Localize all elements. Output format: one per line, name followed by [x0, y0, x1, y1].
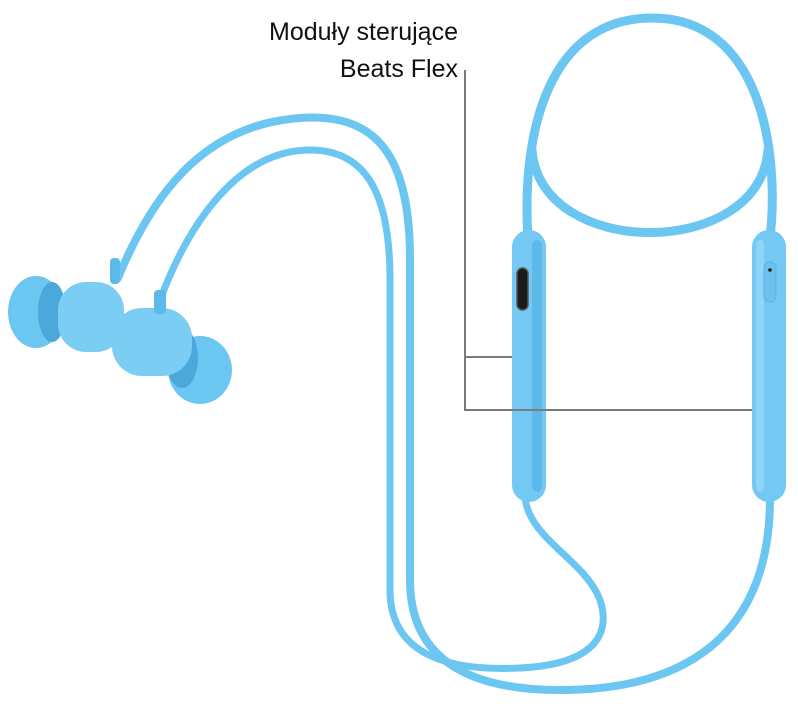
left-earbud	[8, 258, 124, 352]
neck-loop-inner	[527, 145, 773, 237]
callout-leader-line	[464, 70, 752, 411]
callout-label-line1: Moduły sterujące	[269, 18, 458, 46]
power-button	[763, 261, 777, 303]
status-led-icon	[768, 268, 772, 272]
right-earbud	[112, 290, 232, 404]
inner-cable	[156, 146, 607, 672]
usb-c-port-icon	[516, 267, 529, 311]
outer-cable	[114, 113, 774, 694]
callout-label-line2: Beats Flex	[339, 55, 458, 83]
